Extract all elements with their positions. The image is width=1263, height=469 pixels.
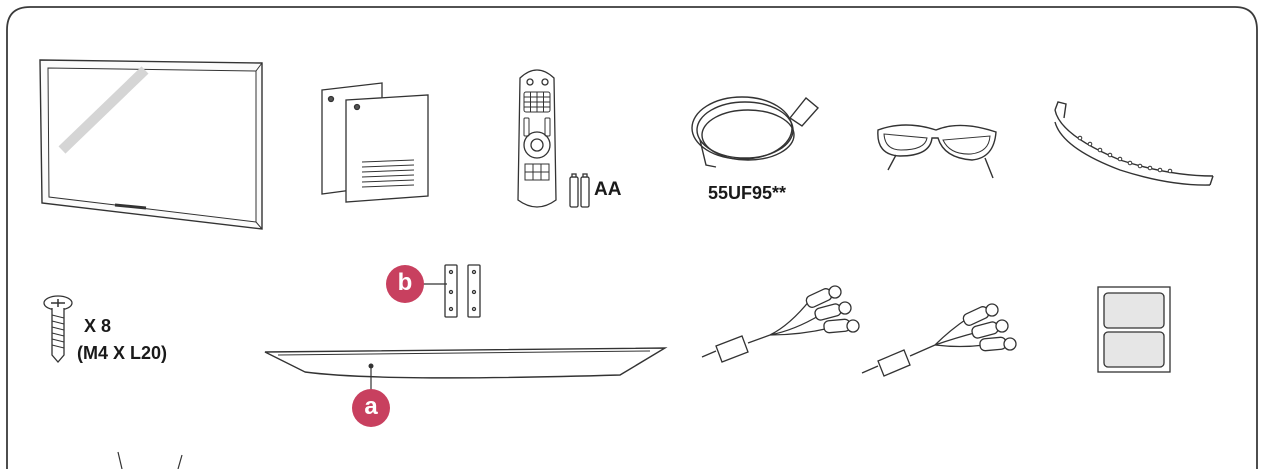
component-cable-icon	[862, 304, 1016, 376]
screw-icon	[44, 296, 72, 362]
power-cord-model-label: 55UF95**	[708, 184, 786, 202]
manuals-icon	[322, 83, 428, 202]
partial-figure-line	[118, 452, 122, 469]
tv-icon	[40, 60, 262, 229]
battery-icon	[570, 174, 589, 207]
power-cord-icon	[692, 97, 818, 167]
stand-brackets-icon	[445, 265, 480, 317]
screw-count-label: X 8	[84, 317, 111, 335]
remote-control-icon	[518, 70, 556, 207]
callout-b: b	[386, 265, 424, 303]
3d-glasses-icon	[878, 125, 996, 178]
battery-label: AA	[594, 180, 621, 199]
partial-figure-line	[178, 455, 182, 469]
stand-base-icon	[265, 348, 665, 378]
sticker-sheet-icon	[1098, 287, 1170, 372]
av-cable-icon	[702, 286, 859, 362]
screw-size-label: (M4 X L20)	[77, 344, 167, 362]
cable-strip-icon	[1055, 102, 1213, 185]
callout-a: a	[352, 389, 390, 427]
